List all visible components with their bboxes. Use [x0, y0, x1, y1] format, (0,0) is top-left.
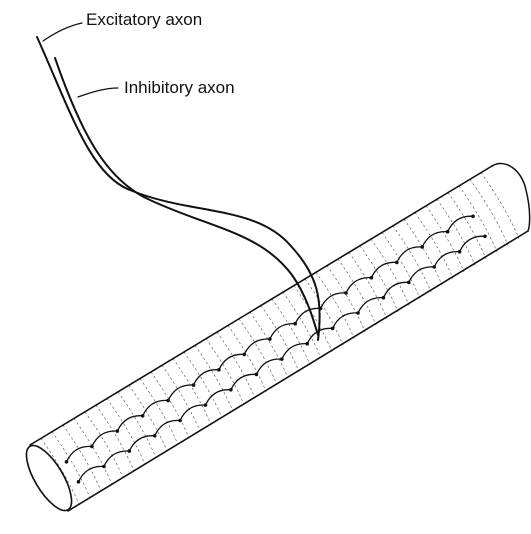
striation-line [118, 392, 156, 458]
synaptic-terminal [166, 399, 170, 403]
nerve-endings [65, 215, 487, 484]
synaptic-terminal [458, 250, 462, 254]
inhibitory-axon-label: Inhibitory axon [124, 78, 235, 97]
striation-line [371, 239, 409, 305]
muscle-fiber [18, 163, 530, 516]
striation-line [217, 332, 255, 398]
inhibitory-axon [55, 58, 318, 335]
synaptic-terminal [420, 245, 424, 249]
striation-line [481, 173, 519, 239]
striation-line [195, 345, 233, 411]
synaptic-terminal [331, 327, 335, 331]
synaptic-terminal [370, 276, 374, 280]
synaptic-terminal [446, 230, 450, 234]
synaptic-terminal [192, 383, 196, 387]
striation-line [129, 385, 167, 451]
synaptic-terminal [243, 353, 247, 357]
synaptic-terminal [407, 281, 411, 285]
synaptic-terminal [204, 403, 208, 407]
synaptic-terminal [471, 215, 475, 219]
synaptic-terminal [344, 291, 348, 295]
synaptic-terminal [128, 449, 132, 453]
striation-line [382, 232, 420, 298]
synaptic-terminal [178, 419, 182, 423]
striation-line [349, 252, 387, 318]
striation-line [173, 359, 211, 425]
synaptic-terminal [141, 414, 145, 418]
striation-line [448, 193, 486, 259]
striation-line [426, 206, 464, 272]
striation-line [404, 219, 442, 285]
excitatory-leader-line [43, 23, 82, 41]
striation-line [74, 418, 112, 484]
synaptic-terminal [268, 337, 272, 341]
synaptic-terminal [65, 460, 69, 464]
synaptic-terminal [116, 429, 120, 433]
inhibitory-leader-line [78, 88, 118, 97]
synaptic-terminal [293, 322, 297, 326]
striation-line [272, 299, 310, 365]
striation-line [151, 372, 189, 438]
synaptic-terminal [382, 296, 386, 300]
synaptic-terminal [217, 368, 221, 372]
synaptic-terminal [280, 357, 284, 361]
synaptic-terminal [255, 373, 259, 377]
synaptic-terminal [432, 265, 436, 269]
fiber-outline [30, 166, 528, 511]
synaptic-terminal [77, 480, 81, 484]
synaptic-terminal [305, 342, 309, 346]
striation-line [327, 266, 365, 332]
striation-line [250, 312, 288, 378]
synaptic-terminal [229, 388, 233, 392]
excitatory-axon-label: Excitatory axon [86, 10, 202, 29]
synaptic-terminal [102, 465, 106, 469]
synaptic-terminal [356, 311, 360, 315]
synaptic-terminal [153, 434, 157, 438]
synaptic-terminal [90, 445, 94, 449]
striation-line [96, 405, 134, 471]
synaptic-terminal [483, 235, 487, 239]
fiber-near-end [18, 439, 80, 517]
striation-line [206, 339, 244, 405]
striation-line [459, 186, 497, 252]
striation-line [470, 179, 508, 245]
striation-line [41, 438, 79, 504]
striation-line [228, 325, 266, 391]
synaptic-terminal [395, 261, 399, 265]
